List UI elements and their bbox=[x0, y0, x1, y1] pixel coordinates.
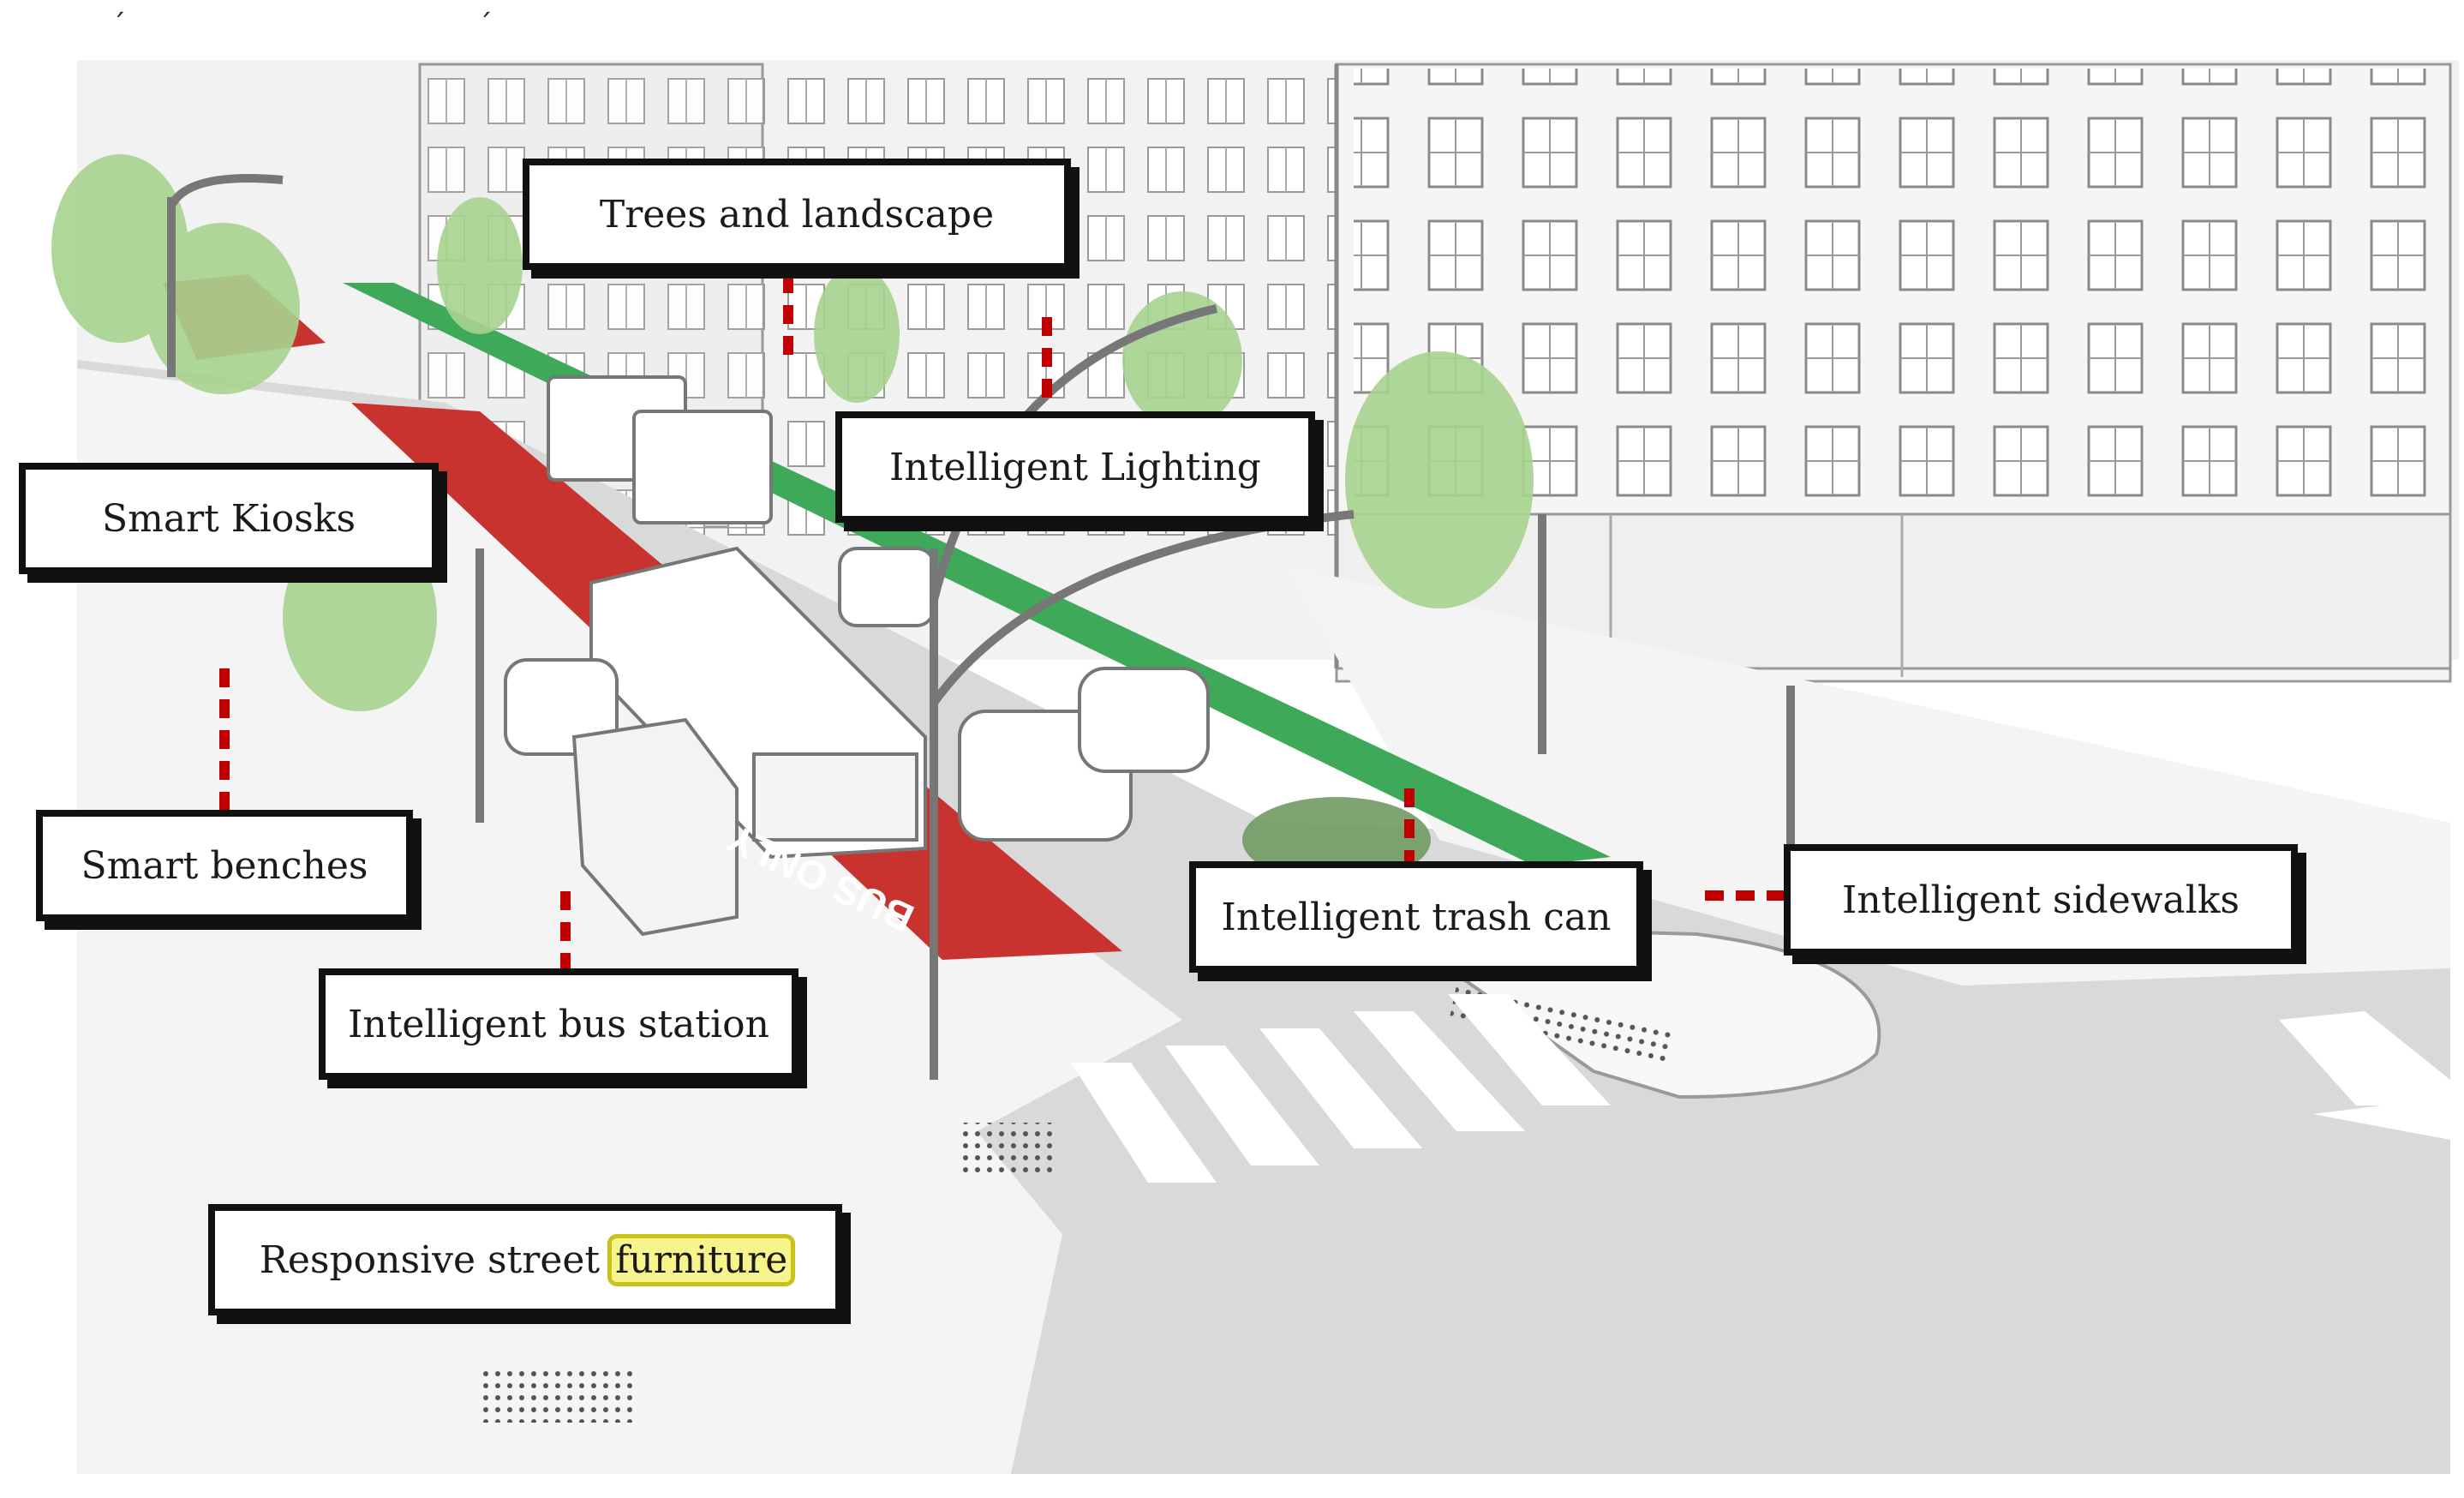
furniture-label: Responsive street furniture bbox=[208, 1204, 842, 1315]
kiosks-label: Smart Kiosks bbox=[19, 463, 439, 574]
trash-label: Intelligent trash can bbox=[1189, 861, 1643, 973]
trees-label-text: Trees and landscape bbox=[599, 192, 995, 237]
lighting-label-text: Intelligent Lighting bbox=[889, 445, 1261, 489]
corner-marks: ´ ´ bbox=[111, 9, 664, 43]
vehicles bbox=[504, 375, 1210, 937]
leader-lines bbox=[219, 274, 1786, 968]
sidewalks-label-text: Intelligent sidewalks bbox=[1842, 878, 2240, 922]
furniture-label-prefix: Responsive street bbox=[259, 1237, 613, 1282]
kiosks-label-text: Smart Kiosks bbox=[101, 496, 356, 541]
lighting-label: Intelligent Lighting bbox=[835, 411, 1315, 523]
trees-label: Trees and landscape bbox=[523, 159, 1071, 270]
crosswalk bbox=[1071, 994, 2450, 1183]
benches-label-text: Smart benches bbox=[81, 843, 368, 888]
sidewalks-label: Intelligent sidewalks bbox=[1784, 844, 2298, 956]
street-lights bbox=[167, 174, 1795, 1080]
trash-label-text: Intelligent trash can bbox=[1221, 895, 1612, 939]
bus-station-label-text: Intelligent bus station bbox=[347, 1002, 769, 1046]
benches-label: Smart benches bbox=[36, 810, 413, 921]
bus-station-label: Intelligent bus station bbox=[319, 968, 798, 1080]
furniture-label-highlight: furniture bbox=[607, 1233, 796, 1286]
